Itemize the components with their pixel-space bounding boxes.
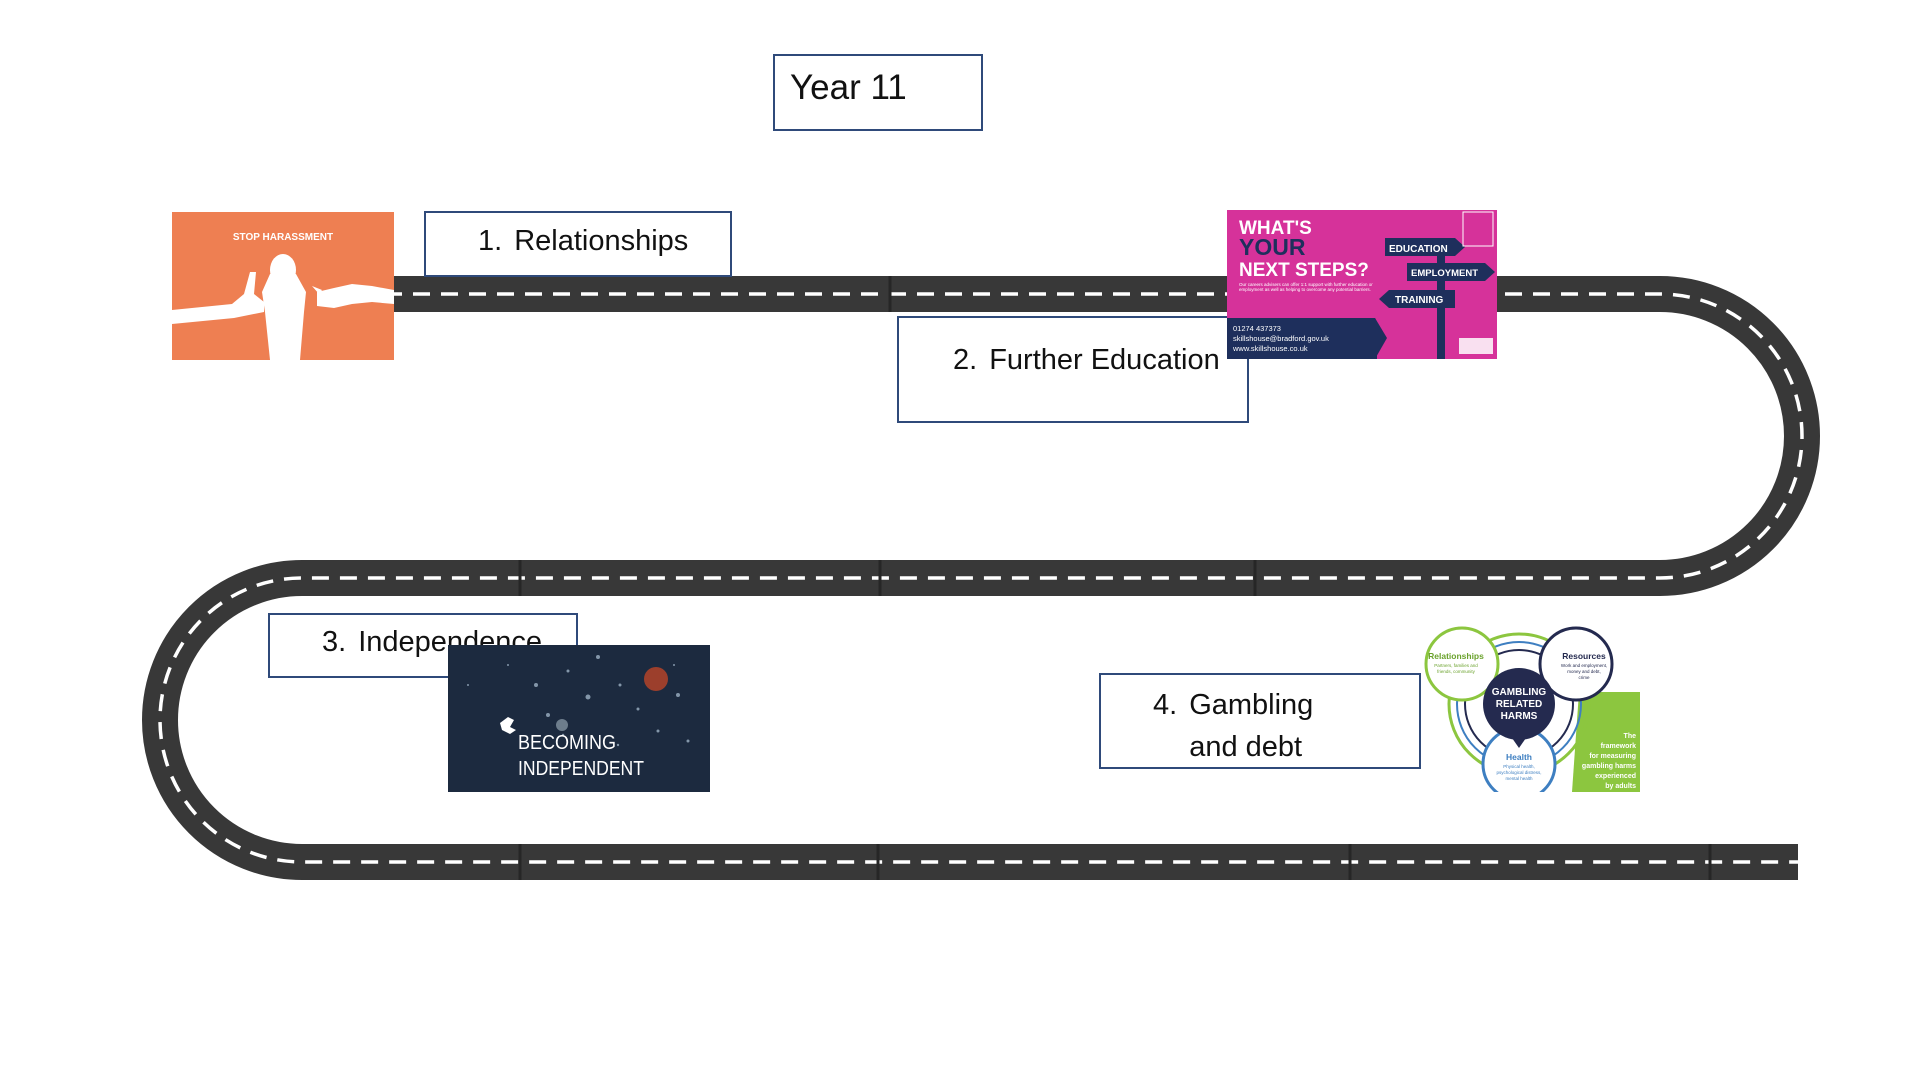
stop-harassment-caption: STOP HARASSMENT [233,232,333,243]
gambling-harms-center [1483,668,1555,740]
becoming-line-2: INDEPENDENT [518,758,644,780]
topic-label: Further Education [989,344,1220,376]
gambling-harms-image: GAMBLING RELATED HARMS Relationships Par… [1424,622,1640,792]
stop-harassment-image: STOP HARASSMENT [172,212,394,360]
resources-text-1: Work and employment, [1561,663,1607,668]
sign-education: EDUCATION [1389,244,1448,255]
topic-number: 4. [1153,689,1178,721]
resources-title: Resources [1562,651,1606,661]
woman-silhouette-icon [172,254,394,360]
relationships-title: Relationships [1428,651,1484,661]
health-text-2: psychological distress, [1496,770,1541,775]
topic-box-further-education: 2. Further Education [897,316,1249,423]
next-steps-line-1: WHAT'S [1239,218,1312,239]
topic-box-relationships: 1. Relationships [424,211,732,277]
topic-label: Gambling and debt [1189,689,1314,764]
stars-icon [467,655,690,747]
resources-text-2: money and debt, [1567,669,1601,674]
next-steps-image: WHAT'S YOUR NEXT STEPS? EDUCATION EMPLOY… [1227,210,1497,359]
moon-icon [556,719,568,731]
health-text-3: mental health [1505,776,1533,781]
center-text-1: GAMBLING [1492,687,1547,698]
next-steps-line-2: YOUR [1239,234,1306,260]
side-text-5: experienced [1595,773,1636,780]
topic-box-gambling-and-debt: 4. Gambling and debt [1099,673,1421,769]
sign-training: TRAINING [1395,295,1444,306]
resources-text-3: crime [1579,675,1590,680]
health-text-1: Physical health, [1503,764,1535,769]
topic-number: 3. [322,626,347,658]
next-steps-line-3: NEXT STEPS? [1239,260,1369,281]
relationships-text-1: Partners, families and [1434,663,1478,668]
center-text-2: RELATED [1496,699,1542,710]
page-title: Year 11 [790,68,907,107]
center-text-3: HARMS [1501,711,1538,722]
title-box: Year 11 [773,54,983,131]
next-steps-phone: 01274 437373 [1233,324,1281,333]
topic-number: 2. [953,344,978,376]
next-steps-email: skillshouse@bradford.gov.uk [1233,334,1329,343]
next-steps-blurb: Our careers advisers can offer 1:1 suppo… [1239,282,1373,293]
skills-house-logo-icon [1462,211,1494,247]
health-title: Health [1506,752,1532,762]
astronaut-icon [500,717,516,734]
side-text-6: by adults [1605,783,1636,790]
topic-number: 1. [478,225,503,257]
side-text-1: The [1624,733,1637,740]
topic-label: Relationships [514,225,689,257]
side-text-2: framework [1601,743,1637,750]
next-steps-web: www.skillshouse.co.uk [1232,344,1308,353]
side-text-4: gambling harms [1582,763,1636,770]
becoming-independent-image: BECOMING INDEPENDENT [448,645,710,792]
sign-employment: EMPLOYMENT [1411,268,1478,279]
becoming-line-1: BECOMING [518,732,616,754]
relationships-text-2: friends, community [1437,669,1476,674]
planet-icon [644,667,668,691]
bradford-council-logo-icon [1459,338,1493,354]
side-text-3: for measuring [1589,753,1636,760]
